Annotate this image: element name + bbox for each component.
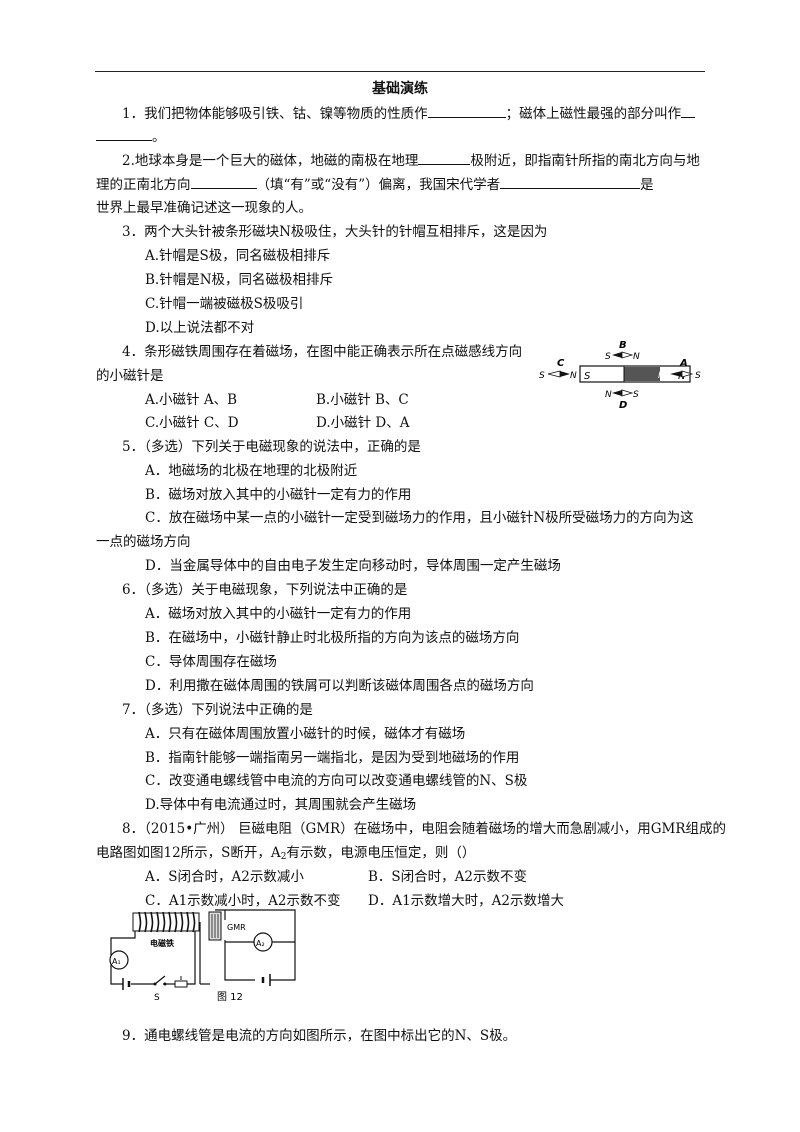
gmr-label: GMR xyxy=(227,923,246,932)
needle-c-head xyxy=(560,371,570,377)
wire-left-right xyxy=(187,922,196,985)
q7-option-a: A．只有在磁体周围放置小磁针的时候，磁体才有磁场 xyxy=(145,726,466,742)
needle-c-label: C xyxy=(557,358,565,369)
wire-left-outer xyxy=(110,922,136,985)
q5-option-a: A．地磁场的北极在地理的北极附近 xyxy=(145,463,358,479)
q7-option-b: B．指南针能够一端指南另一端指北，是因为受到地磁场的作用 xyxy=(145,750,520,766)
question-1-line-1: 1．我们把物体能够吸引铁、钴、镍等物质的性质作 ；磁体上磁性最强的部分叫作 xyxy=(122,103,696,124)
q2-text-e: 是 xyxy=(640,177,654,193)
question-8-line-2: 电路图如图12所示，S断开，A2有示数，电源电压恒定，则（） xyxy=(96,843,475,867)
needle-a-tail xyxy=(681,370,694,378)
needle-c-tail xyxy=(547,370,561,378)
needle-d-n: N xyxy=(605,390,612,400)
q5-option-d: D．当金属导体中的自由电子发生定向移动时，导体周围一定产生磁场 xyxy=(145,558,561,574)
ammeter-a1-label: A₁ xyxy=(112,957,121,966)
q1-blank-2b[interactable] xyxy=(96,126,152,141)
question-9-stem: 9．通电螺线管是电流的方向如图所示，在图中标出它的N、S极。 xyxy=(122,1028,517,1044)
q8-line2-sub: 2 xyxy=(280,852,287,862)
needle-b-tail xyxy=(621,351,634,359)
q6-option-d: D．利用撒在磁体周围的铁屑可以判断该磁体周围各点的磁场方向 xyxy=(145,678,534,694)
q8-option-b: B．S闭合时，A2示数不变 xyxy=(368,869,528,885)
q3-option-b: B.针帽是N极，同名磁极相排斥 xyxy=(145,272,334,288)
q5-option-b: B．磁场对放入其中的小磁针一定有力的作用 xyxy=(145,487,412,503)
switch-label: S xyxy=(154,993,160,1003)
ammeter-a1 xyxy=(109,950,129,970)
question-2-line-1: 2.地球本身是一个巨大的磁体，地磁的南极在地理 极附近，即指南针所指的南北方向与地 xyxy=(122,150,700,171)
question-6-stem: 6．（多选）关于电磁现象，下列说法中正确的是 xyxy=(122,582,408,598)
needle-b-n: N xyxy=(633,352,640,362)
figure-12-caption: 图 12 xyxy=(217,991,243,1003)
q2-blank-2[interactable] xyxy=(190,174,257,189)
q1-text-a: 1．我们把物体能够吸引铁、钴、镍等物质的性质作 xyxy=(122,106,428,122)
q6-option-c: C．导体周围存在磁场 xyxy=(145,654,277,670)
q1-blank-2a[interactable] xyxy=(681,103,696,118)
needle-c-n: N xyxy=(570,371,577,381)
needle-a-s: S xyxy=(695,371,701,381)
q1-text-c: 。 xyxy=(152,129,166,145)
q7-option-c: C．改变通电螺线管中电流的方向可以改变通电螺线管的N、S极 xyxy=(145,773,528,789)
question-2-line-3: 世界上最早准确记述这一现象的人。 xyxy=(96,200,312,216)
q4-option-d: D.小磁针 D、A xyxy=(316,415,410,431)
q3-option-a: A.针帽是S极，同名磁极相排斥 xyxy=(145,248,331,264)
bar-s-label: S xyxy=(584,371,591,382)
q7-option-d: D.导体中有电流通过时，其周围就会产生磁场 xyxy=(145,797,417,813)
question-2-line-2: 理的正南北方向 （填“有”或“没有”）偏离，我国宋代学者 是 xyxy=(96,174,654,195)
ammeter-a2-label: A₂ xyxy=(256,939,265,948)
switch xyxy=(154,975,166,985)
q1-text-b: ；磁体上磁性最强的部分叫作 xyxy=(505,106,682,122)
q8-option-c: C．A1示数减小时，A2示数不变 xyxy=(145,893,341,909)
q4-option-b: B.小磁针 B、C xyxy=(316,392,409,408)
q1-blank-1[interactable] xyxy=(427,103,506,118)
question-7-stem: 7．（多选）下列说法中正确的是 xyxy=(122,702,313,718)
needle-d-s: S xyxy=(633,390,639,400)
magnet-figure: S N C S N B S N A N S N S D xyxy=(539,340,701,411)
q3-option-c: C.针帽一端被磁极S极吸引 xyxy=(145,296,304,312)
needle-b-s: S xyxy=(605,352,611,362)
question-3-stem: 3．两个大头针被条形磁块N极吸住，大头针的针帽互相排斥，这是因为 xyxy=(122,224,548,240)
circuit-figure: S 电磁铁 A₁ GMR A₂ 图 12 xyxy=(109,909,296,1003)
needle-a-n: N xyxy=(658,371,665,381)
bar-magnet-middle xyxy=(624,367,660,381)
needle-a-label: A xyxy=(679,358,688,369)
q8-option-a: A．S闭合时，A2示数减小 xyxy=(145,869,304,885)
q6-option-b: B．在磁场中，小磁针静止时北极所指的方向为该点的磁场方向 xyxy=(145,630,520,646)
q2-blank-3[interactable] xyxy=(500,174,641,189)
rheostat xyxy=(174,980,188,988)
needle-d-label: D xyxy=(619,400,627,411)
q2-text-a: 2.地球本身是一个巨大的磁体，地磁的南极在地理 xyxy=(122,153,419,169)
q2-text-d: （填“有”或“没有”）偏离，我国宋代学者 xyxy=(256,177,501,193)
needle-c-s: S xyxy=(539,371,545,381)
q8-option-d: D．A1示数增大时，A2示数增大 xyxy=(368,893,565,909)
q4-option-c: C.小磁针 C、D xyxy=(145,415,239,431)
q2-blank-1[interactable] xyxy=(418,150,471,165)
q3-option-d: D.以上说法都不对 xyxy=(145,320,255,336)
q8-line2-a: 电路图如图12所示，S断开，A xyxy=(96,845,281,861)
header-rule xyxy=(95,71,705,72)
q6-option-a: A．磁场对放入其中的小磁针一定有力的作用 xyxy=(145,606,412,622)
page-title: 基础演练 xyxy=(372,81,428,97)
q8-line2-b: 有示数，电源电压恒定，则（） xyxy=(286,845,476,861)
needle-d-head xyxy=(612,390,622,396)
question-4-stem-2: 的小磁针是 xyxy=(96,368,164,384)
electromagnet-coil xyxy=(138,911,196,933)
question-4-stem-1: 4．条形磁铁周围存在着磁场，在图中能正确表示所在点磁感线方向 xyxy=(122,344,523,360)
question-1-line-2: 。 xyxy=(96,126,166,147)
q5-option-c-line-1: C．放在磁场中某一点的小磁针一定受到磁场力的作用，且小磁针N极所受磁场力的方向为… xyxy=(145,510,694,526)
needle-d-tail xyxy=(621,389,634,397)
electromagnet-label: 电磁铁 xyxy=(150,938,174,948)
needle-a-head xyxy=(670,371,682,377)
wire-right xyxy=(215,909,296,981)
needle-b-head xyxy=(612,352,622,358)
q2-text-b: 极附近，即指南针所指的南北方向与地 xyxy=(470,153,700,169)
q5-option-c-line-2: 一点的磁场方向 xyxy=(96,534,191,550)
needle-b-label: B xyxy=(619,340,627,351)
q2-text-c: 理的正南北方向 xyxy=(96,177,191,193)
question-8-line-1: 8．（2015•广州） 巨磁电阻（GMR）在磁场中，电阻会随着磁场的增大而急剧减… xyxy=(122,821,726,837)
q4-option-a: A.小磁针 A、B xyxy=(145,392,238,408)
question-5-stem: 5．（多选）下列关于电磁现象的说法中，正确的是 xyxy=(122,439,421,455)
